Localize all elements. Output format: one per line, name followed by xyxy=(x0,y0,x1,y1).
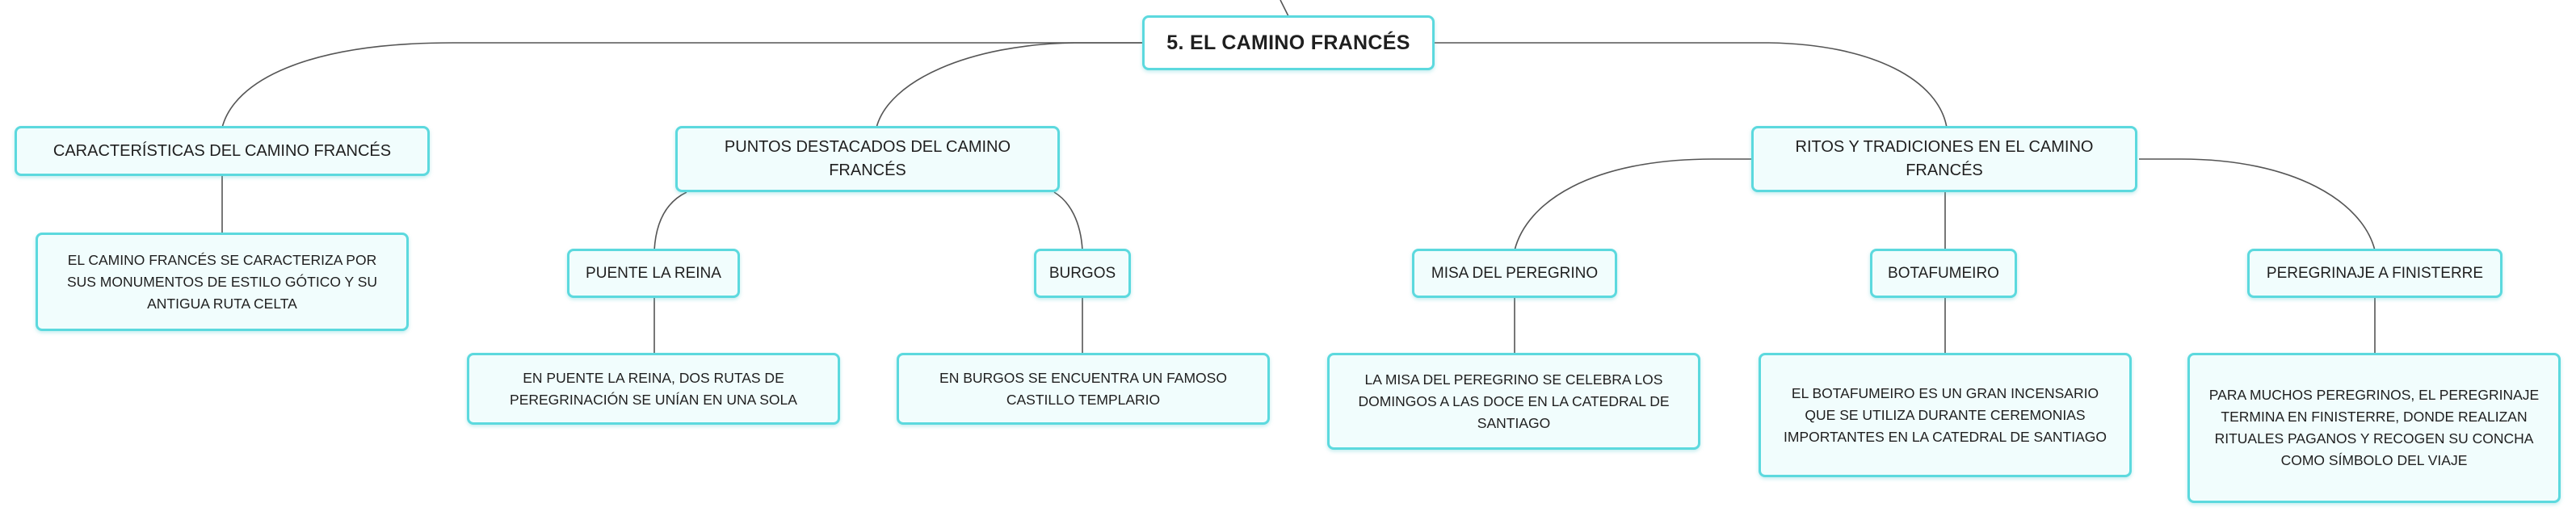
topic-caracteristicas[interactable]: CARACTERÍSTICAS DEL CAMINO FRANCÉS xyxy=(15,126,430,176)
subtopic-peregrinaje-finisterre[interactable]: PEREGRINAJE A FINISTERRE xyxy=(2247,249,2502,298)
topic-puntos-destacados[interactable]: PUNTOS DESTACADOS DEL CAMINO FRANCÉS xyxy=(675,126,1060,192)
subtopic-misa-del-peregrino[interactable]: MISA DEL PEREGRINO xyxy=(1412,249,1617,298)
connector-root-rites xyxy=(1435,42,1948,128)
connector-highlights-burgos xyxy=(1053,191,1083,251)
connector-rites-misa xyxy=(1514,158,1751,251)
topic-ritos-tradiciones[interactable]: RITOS Y TRADICIONES EN EL CAMINO FRANCÉS xyxy=(1751,126,2137,192)
connector-root-parent xyxy=(1280,0,1289,17)
subtopic-burgos[interactable]: BURGOS xyxy=(1034,249,1131,298)
connector-root-characteristics xyxy=(221,42,1142,128)
connector-root-highlights xyxy=(876,42,1142,128)
note-puente-la-reina[interactable]: EN PUENTE LA REINA, DOS RUTAS DE PEREGRI… xyxy=(467,353,840,425)
connector-rites-finisterre xyxy=(2139,158,2376,251)
note-misa-del-peregrino[interactable]: LA MISA DEL PEREGRINO SE CELEBRA LOS DOM… xyxy=(1327,353,1700,450)
connector-highlights-puente xyxy=(653,191,687,251)
central-topic[interactable]: 5. EL CAMINO FRANCÉS xyxy=(1142,15,1435,70)
note-botafumeiro[interactable]: EL BOTAFUMEIRO ES UN GRAN INCENSARIO QUE… xyxy=(1759,353,2132,477)
note-burgos[interactable]: EN BURGOS SE ENCUENTRA UN FAMOSO CASTILL… xyxy=(897,353,1270,425)
subtopic-botafumeiro[interactable]: BOTAFUMEIRO xyxy=(1870,249,2017,298)
note-peregrinaje-finisterre[interactable]: PARA MUCHOS PEREGRINOS, EL PEREGRINAJE T… xyxy=(2187,353,2561,503)
note-caracteristicas[interactable]: EL CAMINO FRANCÉS SE CARACTERIZA POR SUS… xyxy=(36,233,409,331)
subtopic-puente-la-reina[interactable]: PUENTE LA REINA xyxy=(567,249,740,298)
